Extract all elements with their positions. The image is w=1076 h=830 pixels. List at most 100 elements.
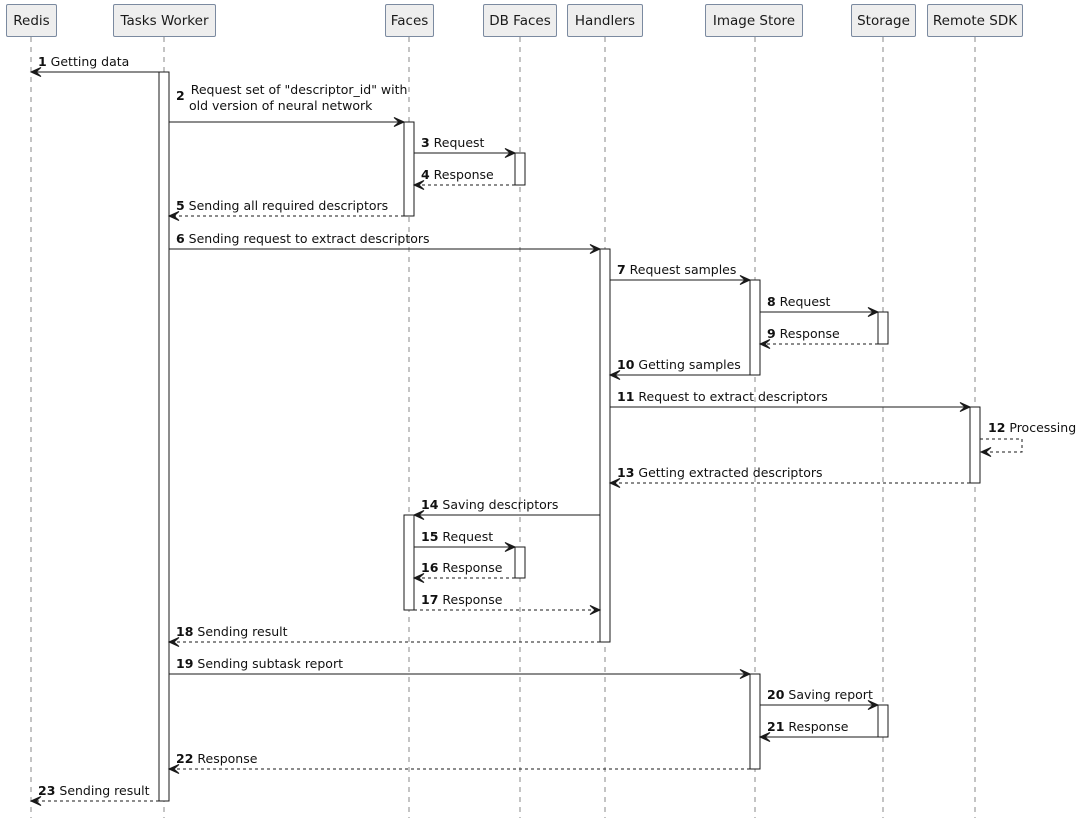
message-16-number: 16: [421, 560, 439, 575]
message-20-label: 20 Saving report: [767, 687, 873, 702]
message-14-number: 14: [421, 497, 439, 512]
message-21-arrowhead: [758, 732, 771, 742]
message-11-arrowhead: [959, 402, 972, 412]
message-13-text: Getting extracted descriptors: [634, 465, 822, 480]
message-5-label: 5 Sending all required descriptors: [176, 198, 388, 213]
participant-redis: Redis: [6, 4, 57, 37]
message-21-number: 21: [767, 719, 784, 734]
message-17-number: 17: [421, 592, 438, 607]
message-11-label: 11 Request to extract descriptors: [617, 389, 828, 404]
message-8-number: 8: [767, 294, 776, 309]
message-5-text: Sending all required descriptors: [185, 198, 388, 213]
message-3-number: 3: [421, 135, 430, 150]
message-5-arrowhead: [167, 211, 180, 221]
message-7-arrowhead: [739, 275, 752, 285]
message-14-arrowhead: [412, 510, 425, 520]
message-18-arrowhead: [167, 637, 180, 647]
message-3-label: 3 Request: [421, 135, 485, 150]
participant-image-store: Image Store: [705, 4, 803, 37]
activation-bar-image-store: [749, 279, 761, 376]
message-7-label: 7 Request samples: [617, 262, 736, 277]
message-6-text: Sending request to extract descriptors: [185, 231, 430, 246]
message-12-text: Processing: [1005, 420, 1076, 435]
activation-bar-tasks-worker: [158, 71, 170, 802]
message-18-label: 18 Sending result: [176, 624, 288, 639]
message-13-label: 13 Getting extracted descriptors: [617, 465, 823, 480]
message-11-text: Request to extract descriptors: [634, 389, 827, 404]
message-23-label: 23 Sending result: [38, 783, 150, 798]
participant-storage: Storage: [851, 4, 916, 37]
message-1-number: 1: [38, 54, 47, 69]
message-2-label: 2 Request set of "descriptor_id" with: [176, 82, 407, 103]
message-2-arrowhead: [393, 117, 406, 127]
message-20-arrowhead: [867, 700, 880, 710]
message-10-arrowhead: [608, 370, 621, 380]
message-9-text: Response: [776, 326, 840, 341]
message-7-number: 7: [617, 262, 626, 277]
message-12-arrowhead: [979, 447, 992, 457]
message-6-label: 6 Sending request to extract descriptors: [176, 231, 430, 246]
message-12-arrow: [980, 438, 1023, 453]
message-2-number: 2: [176, 88, 185, 103]
message-4-label: 4 Response: [421, 167, 494, 182]
participant-faces: Faces: [385, 4, 434, 37]
message-5-number: 5: [176, 198, 185, 213]
participant-tasks-worker: Tasks Worker: [113, 4, 216, 37]
message-15-arrowhead: [504, 542, 517, 552]
activation-bar-remote-sdk: [969, 406, 981, 484]
message-19-text: Sending subtask report: [193, 656, 343, 671]
activation-bar-storage: [877, 704, 889, 738]
activation-bar-db-faces: [514, 152, 526, 186]
message-15-label: 15 Request: [421, 529, 493, 544]
message-2-text: Request set of "descriptor_id" with: [191, 82, 408, 97]
message-23-arrowhead: [29, 796, 42, 806]
message-10-text: Getting samples: [634, 357, 740, 372]
message-13-arrowhead: [608, 478, 621, 488]
message-19-arrowhead: [739, 669, 752, 679]
message-18-text: Sending result: [193, 624, 287, 639]
activation-bar-db-faces: [514, 546, 526, 579]
message-13-number: 13: [617, 465, 634, 480]
message-20-number: 20: [767, 687, 785, 702]
activation-bar-faces: [403, 121, 415, 217]
participant-remote-sdk: Remote SDK: [927, 4, 1023, 37]
message-22-number: 22: [176, 751, 193, 766]
message-3-text: Request: [430, 135, 485, 150]
message-6-number: 6: [176, 231, 185, 246]
message-17-arrowhead: [589, 605, 602, 615]
message-23-number: 23: [38, 783, 55, 798]
message-21-label: 21 Response: [767, 719, 849, 734]
message-9-arrowhead: [758, 339, 771, 349]
message-15-text: Request: [438, 529, 493, 544]
message-10-number: 10: [617, 357, 635, 372]
activation-bar-faces: [403, 514, 415, 611]
message-12-label: 12 Processing: [988, 420, 1076, 435]
message-16-label: 16 Response: [421, 560, 503, 575]
message-8-arrowhead: [867, 307, 880, 317]
message-19-label: 19 Sending subtask report: [176, 656, 343, 671]
message-3-arrowhead: [504, 148, 517, 158]
message-7-text: Request samples: [626, 262, 737, 277]
message-11-number: 11: [617, 389, 634, 404]
message-14-text: Saving descriptors: [438, 497, 558, 512]
message-4-text: Response: [430, 167, 494, 182]
activation-bar-handlers: [599, 248, 611, 643]
message-4-number: 4: [421, 167, 430, 182]
message-22-arrowhead: [167, 764, 180, 774]
message-1-text: Getting data: [47, 54, 130, 69]
message-4-arrowhead: [412, 180, 425, 190]
message-6-arrowhead: [589, 244, 602, 254]
message-8-label: 8 Request: [767, 294, 831, 309]
message-20-text: Saving report: [784, 687, 873, 702]
message-15-number: 15: [421, 529, 438, 544]
message-9-label: 9 Response: [767, 326, 840, 341]
message-12-number: 12: [988, 420, 1005, 435]
message-10-label: 10 Getting samples: [617, 357, 741, 372]
message-2-text-line2: old version of neural network: [189, 98, 373, 113]
message-14-label: 14 Saving descriptors: [421, 497, 558, 512]
message-17-label: 17 Response: [421, 592, 503, 607]
message-1-label: 1 Getting data: [38, 54, 129, 69]
message-17-text: Response: [438, 592, 502, 607]
